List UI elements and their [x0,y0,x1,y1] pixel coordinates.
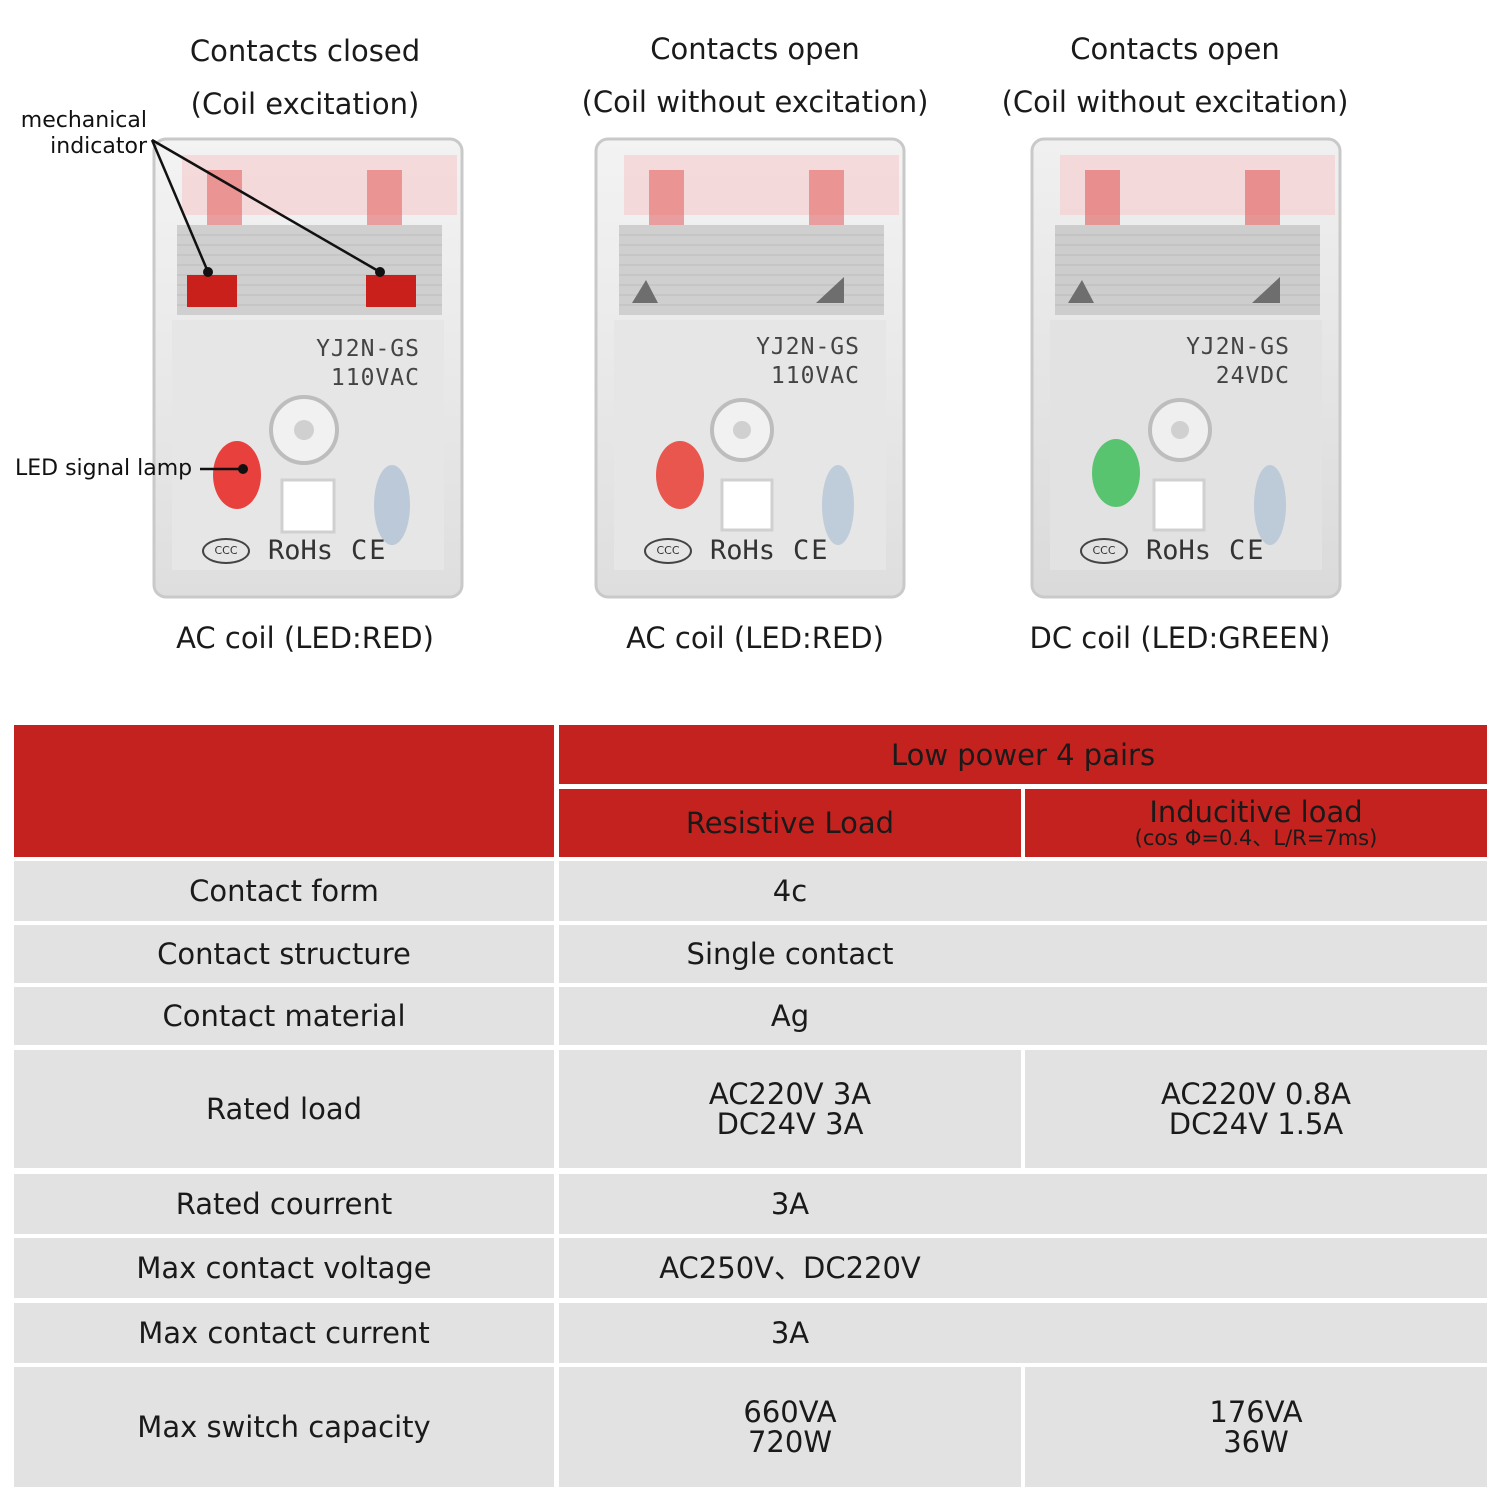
relay-open-ac: YJ2N-GS 110VAC CCC RoHs CE [594,135,906,600]
model-text: YJ2N-GS [1186,334,1290,360]
panel1-title: Contacts closed [189,34,421,68]
row-label-text: Max switch capacity [137,1410,431,1444]
header-inductive-text: Inducitive load [1149,795,1363,829]
row-value-line1: 660VA [743,1395,837,1429]
ce-mark: CE [1229,535,1266,566]
rating-text: 24VDC [1215,363,1290,389]
row-label-max-switch-capacity: Max switch capacity [14,1367,554,1487]
panel2-title: Contacts open [650,32,860,66]
row-value-line2: 720W [747,1425,833,1459]
row-value-line2: DC24V 1.5A [1168,1107,1344,1141]
header-inductive-load: Inducitive load (cos Φ=0.4、L/R=7ms) [1025,789,1487,857]
relay-body-graphic [1030,137,1342,599]
row-value-text: AC250V、DC220V [659,1251,921,1285]
relay-closed-ac: YJ2N-GS 110VAC CCC RoHs CE [152,135,464,600]
row-value-line1: 176VA [1209,1395,1303,1429]
panel1-subtitle: (Coil excitation) [190,87,420,121]
row-value-max-contact-current: 3A [559,1303,1487,1363]
model-text: YJ2N-GS [316,336,420,362]
ce-mark: CE [351,535,388,566]
rating-text: 110VAC [770,363,860,389]
row-label-rated-load: Rated load [14,1050,554,1168]
row-label-text: Contact structure [157,937,411,971]
row-value-max-switch-capacity-inductive: 176VA 36W [1025,1367,1487,1487]
row-value-line2: 36W [1223,1425,1289,1459]
row-label-max-contact-current: Max contact current [14,1303,554,1363]
row-value-contact-material: Ag [559,987,1487,1045]
row-label-text: Max contact current [138,1316,430,1350]
row-value-rated-current: 3A [559,1174,1487,1234]
led-signal-lamp [1092,439,1140,507]
row-label-contact-form: Contact form [14,861,554,921]
ccc-mark-icon: CCC [1080,537,1128,564]
header-corner-cell [14,725,554,857]
row-value-text: 3A [770,1316,810,1350]
row-value-contact-structure: Single contact [559,925,1487,983]
row-label-text: Rated courrent [175,1187,393,1221]
ce-mark: CE [793,535,830,566]
row-value-text: Ag [770,999,810,1033]
row-label-text: Rated load [205,1092,363,1126]
row-value-max-contact-voltage: AC250V、DC220V [559,1238,1487,1298]
row-value-rated-load-inductive: AC220V 0.8A DC24V 1.5A [1025,1050,1487,1168]
ccc-mark-icon: CCC [644,537,692,564]
row-value-line1: AC220V 3A [708,1077,872,1111]
mechanical-indicator-right [1252,277,1280,303]
spec-table: Low power 4 pairs Resistive Load Inducit… [14,725,1487,1487]
mechanical-indicator-left [632,280,658,303]
panel2-coil-caption: AC coil (LED:RED) [626,621,884,655]
row-value-text: 4c [772,874,808,908]
mechanical-indicator-left [1068,280,1094,303]
ccc-mark-icon: CCC [202,537,250,564]
mechanical-indicator-label: mechanical indicator [20,108,147,159]
cert-marks: CCC RoHs CE [644,535,884,566]
rohs-mark: RoHs [710,535,776,566]
row-label-max-contact-voltage: Max contact voltage [14,1238,554,1298]
cert-marks: CCC RoHs CE [202,535,442,566]
header-inductive-note: (cos Φ=0.4、L/R=7ms) [1134,826,1378,850]
row-label-contact-structure: Contact structure [14,925,554,983]
led-signal-lamp [656,441,704,509]
header-low-power-text: Low power 4 pairs [890,737,1156,772]
relay-label: YJ2N-GS 110VAC [292,335,420,393]
row-value-rated-load-resistive: AC220V 3A DC24V 3A [559,1050,1021,1168]
row-value-max-switch-capacity-resistive: 660VA 720W [559,1367,1021,1487]
row-label-text: Max contact voltage [136,1251,432,1285]
row-label-contact-material: Contact material [14,987,554,1045]
cert-marks: CCC RoHs CE [1080,535,1320,566]
header-low-power: Low power 4 pairs [559,725,1487,784]
relay-open-dc: YJ2N-GS 24VDC CCC RoHs CE [1030,135,1342,600]
panel1-coil-caption: AC coil (LED:RED) [176,621,434,655]
row-label-text: Contact form [189,874,379,908]
led-signal-lamp-label: LED signal lamp [15,456,193,481]
row-value-text: 3A [770,1187,810,1221]
mechanical-indicator-left [187,275,237,307]
relay-body-graphic [594,137,906,599]
row-value-text: Single contact [686,937,894,971]
mechanical-indicator-right [816,277,844,303]
panel3-coil-caption: DC coil (LED:GREEN) [1029,621,1331,655]
panel3-subtitle: (Coil without excitation) [1001,85,1349,119]
mechanical-indicator-right [366,275,416,307]
relay-label: YJ2N-GS 24VDC [1162,333,1290,391]
row-label-text: Contact material [162,999,406,1033]
panel3-title: Contacts open [1070,32,1280,66]
row-value-contact-form: 4c [559,861,1487,921]
led-signal-lamp [213,441,261,509]
header-resistive-text: Resistive Load [685,806,895,840]
rohs-mark: RoHs [1146,535,1212,566]
rating-text: 110VAC [330,365,420,391]
rohs-mark: RoHs [268,535,334,566]
row-value-line2: DC24V 3A [716,1107,864,1141]
relay-label: YJ2N-GS 110VAC [732,333,860,391]
header-resistive-load: Resistive Load [559,789,1021,857]
row-label-rated-current: Rated courrent [14,1174,554,1234]
panel2-subtitle: (Coil without excitation) [581,85,929,119]
model-text: YJ2N-GS [756,334,860,360]
row-value-line1: AC220V 0.8A [1161,1077,1351,1111]
